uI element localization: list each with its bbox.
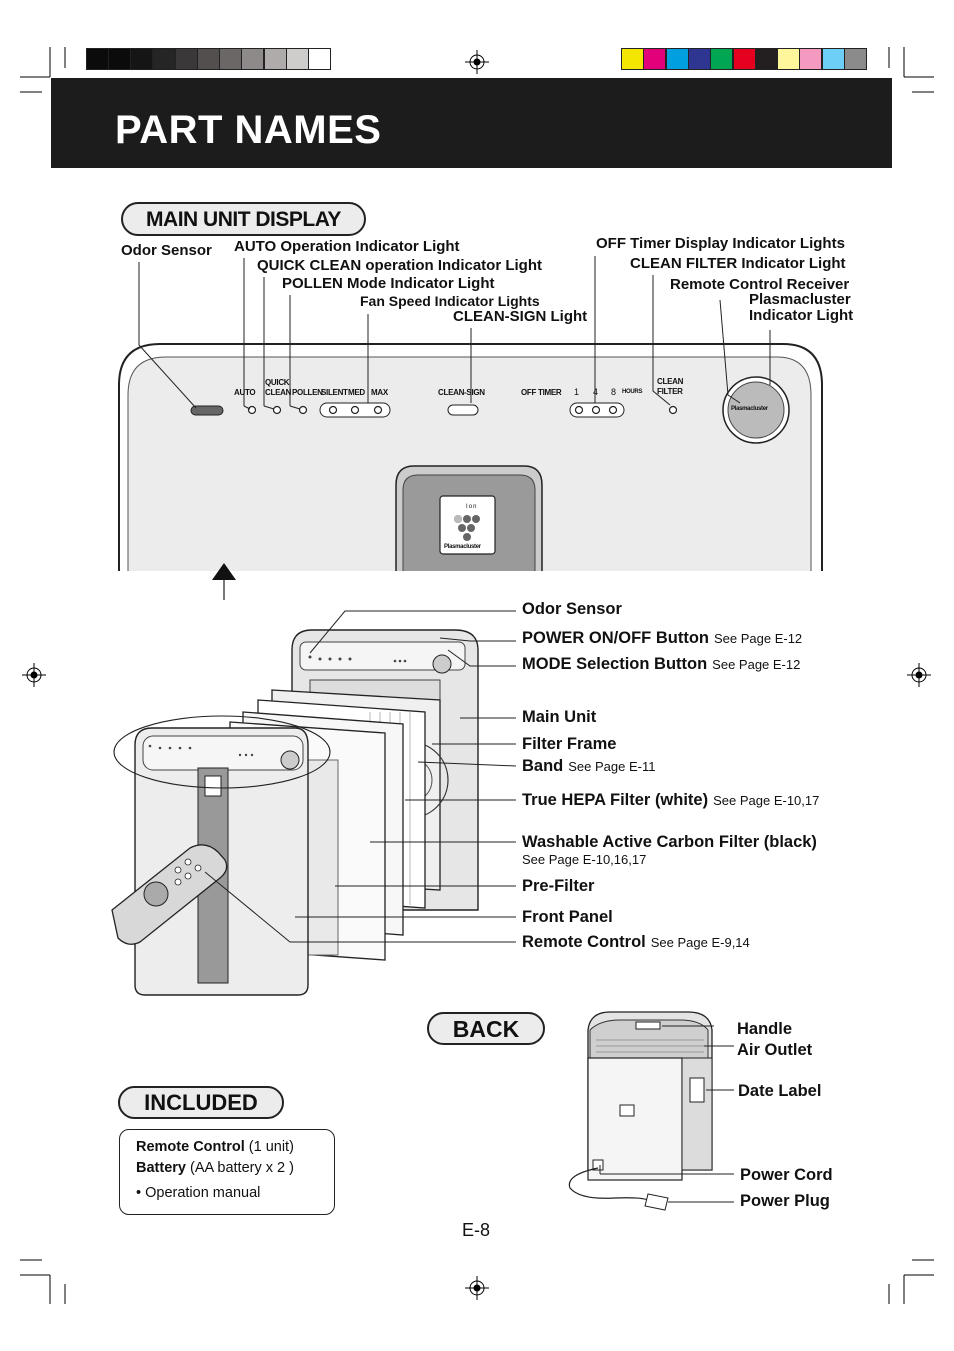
exploded-label: Filter Frame: [522, 735, 616, 754]
exploded-label: MODE Selection Button See Page E-12: [522, 655, 800, 674]
panel-off-timer-text: OFF TIMER: [521, 388, 562, 397]
plasmacluster-logo-plate: [439, 495, 496, 555]
exploded-label-ref: See Page E-10,17: [713, 793, 820, 808]
label-quick-clean-light: QUICK CLEAN operation Indicator Light: [257, 257, 542, 274]
exploded-label: Washable Active Carbon Filter (black): [522, 833, 817, 852]
included-heading: INCLUDED: [118, 1086, 284, 1119]
label-plasmacluster-1: Plasmacluster: [749, 291, 851, 308]
panel-plasmacluster-text: Plasmacluster: [731, 406, 768, 412]
exploded-label-name: Front Panel: [522, 908, 613, 926]
label-remote-receiver: Remote Control Receiver: [670, 276, 850, 293]
panel-clean-sign-text: CLEAN-SIGN: [438, 388, 485, 397]
exploded-label: Odor Sensor: [522, 600, 622, 619]
exploded-label: Pre-Filter: [522, 877, 594, 896]
label-plasmacluster-2: Indicator Light: [749, 307, 854, 324]
exploded-view-illustration: [111, 610, 517, 996]
exploded-label-name: True HEPA Filter (white): [522, 791, 709, 809]
label-auto-light: AUTO Operation Indicator Light: [234, 238, 460, 255]
back-heading: BACK: [427, 1012, 545, 1045]
exploded-label: True HEPA Filter (white) See Page E-10,17: [522, 791, 819, 810]
included-remote: Remote Control (1 unit): [136, 1139, 294, 1155]
panel-hours-text: HOURS: [622, 389, 643, 395]
label-fan-speed-lights: Fan Speed Indicator Lights: [360, 293, 540, 309]
color-swatch: [308, 48, 331, 70]
back-label-power-plug: Power Plug: [740, 1192, 830, 1210]
exploded-label-name: Band: [522, 757, 564, 775]
exploded-label-ref: See Page E-11: [568, 759, 656, 774]
exploded-label-name: Remote Control: [522, 933, 646, 951]
included-items-box: Remote Control (1 unit) Battery (AA batt…: [119, 1129, 335, 1215]
back-label-handle: Handle: [737, 1020, 793, 1038]
exploded-label-ref: See Page E-12: [713, 631, 803, 646]
exploded-label-ref: See Page E-12: [712, 657, 801, 672]
panel-silent-text: SILENT: [321, 388, 348, 397]
label-off-timer-lights: OFF Timer Display Indicator Lights: [596, 235, 845, 252]
panel-pollen-text: POLLEN: [292, 388, 323, 397]
label-odor-sensor: Odor Sensor: [121, 242, 212, 259]
included-battery: Battery (AA battery x 2 ): [136, 1160, 294, 1176]
panel-auto-text: AUTO: [234, 388, 256, 397]
exploded-label: Band See Page E-11: [522, 757, 655, 776]
label-clean-filter-light: CLEAN FILTER Indicator Light: [630, 255, 846, 272]
panel-clean-filter-text-2: FILTER: [657, 387, 683, 396]
display-panel-illustration: [118, 256, 823, 600]
exploded-label-name: Main Unit: [522, 708, 597, 726]
main-unit-display-heading: MAIN UNIT DISPLAY: [121, 202, 366, 236]
exploded-label-name: MODE Selection Button: [522, 655, 708, 673]
exploded-label: POWER ON/OFF Button See Page E-12: [522, 629, 802, 648]
back-label-air-outlet: Air Outlet: [737, 1041, 813, 1059]
exploded-label: Remote Control See Page E-9,14: [522, 933, 750, 952]
logo-plasmacluster-text: Plasmacluster: [444, 544, 481, 550]
panel-timer-8: 8: [611, 387, 616, 397]
panel-timer-1: 1: [574, 387, 579, 397]
panel-med-text: MED: [348, 388, 365, 397]
exploded-label-name: Pre-Filter: [522, 877, 595, 895]
odor-sensor-window: [190, 405, 224, 416]
exploded-label: Front Panel: [522, 908, 613, 927]
logo-ion-text: I o n: [466, 504, 477, 510]
title-band: PART NAMES: [51, 78, 892, 168]
exploded-label-name: Washable Active Carbon Filter (black): [522, 833, 817, 851]
exploded-label-ref: See Page E-9,14: [650, 935, 750, 950]
back-label-power-cord: Power Cord: [740, 1166, 833, 1184]
exploded-label-name: Filter Frame: [522, 735, 617, 753]
exploded-label: Main Unit: [522, 708, 596, 727]
panel-quick-text: QUICK: [265, 378, 290, 387]
exploded-label-name: POWER ON/OFF Button: [522, 629, 709, 647]
page-title: PART NAMES: [115, 108, 382, 152]
carbon-filter-ref: See Page E-10,16,17: [522, 852, 647, 867]
included-manual: • Operation manual: [136, 1185, 261, 1201]
panel-clean-filter-text-1: CLEAN: [657, 377, 684, 386]
panel-timer-4: 4: [593, 387, 598, 397]
label-pollen-light: POLLEN Mode Indicator Light: [282, 275, 495, 292]
color-swatch: [844, 48, 867, 70]
label-clean-sign-light: CLEAN-SIGN Light: [453, 308, 588, 325]
panel-max-text: MAX: [371, 388, 388, 397]
panel-clean-text: CLEAN: [265, 388, 292, 397]
registration-target-top: [465, 50, 489, 74]
back-label-date-label: Date Label: [738, 1082, 822, 1100]
exploded-label-name: Odor Sensor: [522, 600, 622, 618]
page-number: E-8: [462, 1220, 491, 1240]
